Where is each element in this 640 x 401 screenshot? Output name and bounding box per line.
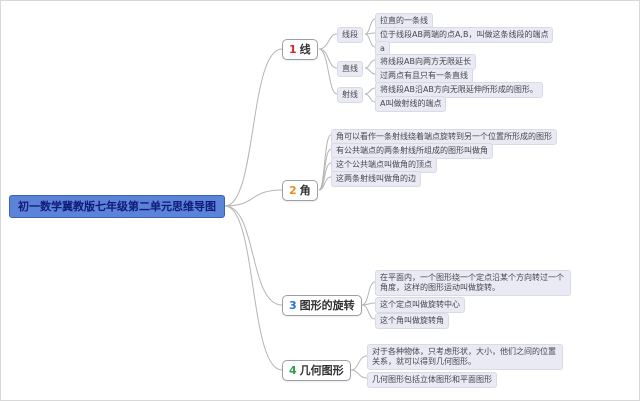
branch-2-number: 2 <box>289 184 297 197</box>
branch-2-label: 角 <box>299 184 311 197</box>
branch-4-label: 几何图形 <box>299 364 344 377</box>
central-topic-node: 初一数学冀教版七年级第二单元思维导图 <box>9 195 225 219</box>
branch-1-label: 线 <box>299 43 311 56</box>
leaf-node: 这两条射线叫做角的边 <box>331 171 421 187</box>
leaf-node: 将线段AB沿AB方向无限延伸所形成的图形。 <box>375 82 543 98</box>
leaf-node: 几何图形包括立体图形和平面图形 <box>367 372 497 388</box>
leaf-node: A叫做射线的端点 <box>375 96 447 112</box>
leaf-node: 这个角叫做旋转角 <box>375 313 449 329</box>
sub-node-ray: 射线 <box>337 87 363 103</box>
leaf-node: 这个定点叫做旋转中心 <box>375 297 465 313</box>
leaf-node: 对于各种物体，只考虑形状，大小，他们之间的位置关系，就可以得到几何图形。 <box>367 344 563 370</box>
branch-4-number: 4 <box>289 364 297 377</box>
branch-3-number: 3 <box>289 299 297 312</box>
sub-node-straight-line: 直线 <box>337 61 363 77</box>
sub-node-segment: 线段 <box>337 27 363 43</box>
leaf-node: 位于线段AB两端的点A,B，叫做这条线段的端点 <box>375 27 554 43</box>
branch-1-number: 1 <box>289 43 297 56</box>
branch-3-label: 图形的旋转 <box>299 299 355 312</box>
leaf-node: 在平面内，一个图形绕一个定点沿某个方向转过一个角度，这样的图形运动叫做旋转。 <box>375 270 571 296</box>
